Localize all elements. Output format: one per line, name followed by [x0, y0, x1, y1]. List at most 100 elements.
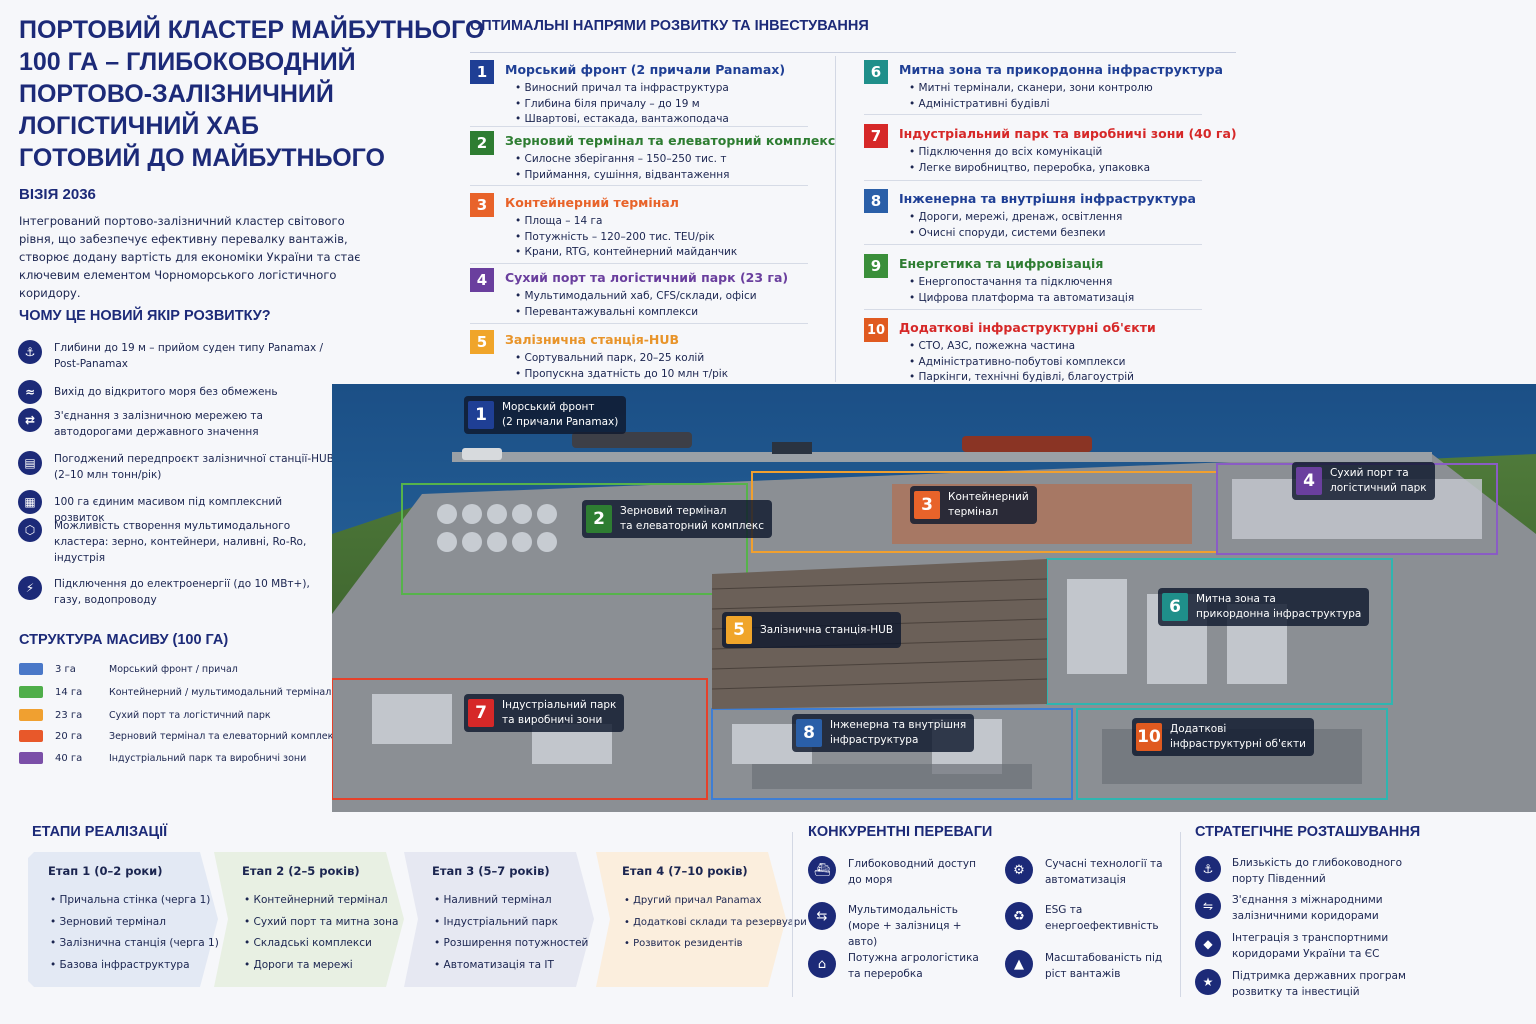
advantage-text: Мультимодальність (море + залізниця + ав…: [848, 904, 962, 948]
port-icon: ⚓: [1195, 856, 1221, 882]
strategy-text: Інтеграція з транспортними коридорами Ук…: [1232, 932, 1389, 960]
why-text: 100 га єдиним масивом під комплексний ро…: [54, 496, 283, 524]
direction-title: Інженерна та внутрішня інфраструктура: [899, 191, 1196, 206]
direction-number: 10: [864, 318, 888, 342]
direction-item: Швартові, естакада, вантажоподача: [515, 112, 729, 128]
ship: [572, 432, 692, 448]
advantage-text: Сучасні технології та автоматизація: [1045, 858, 1163, 886]
advantage-item: ▲ Масштабованість під ріст вантажів: [1005, 950, 1185, 982]
strategy-title: СТРАТЕГІЧНЕ РОЗТАШУВАННЯ: [1195, 824, 1421, 840]
zone-outline: [711, 708, 1073, 800]
stage-item: Залізнична станція (черга 1): [50, 933, 219, 955]
direction-item: Глибина біля причалу – до 19 м: [515, 97, 729, 113]
direction-item: Дороги, мережі, дренаж, освітлення: [909, 210, 1123, 226]
map-label-number: 5: [726, 616, 752, 644]
divider: [470, 323, 808, 324]
support-icon: ★: [1195, 969, 1221, 995]
direction-item: Адміністративно-побутові комплекси: [909, 355, 1134, 371]
direction-item: Перевантажувальні комплекси: [515, 305, 757, 321]
strategy-text: Підтримка державних програм розвитку та …: [1232, 970, 1406, 998]
structure-label: Морський фронт / причал: [109, 663, 238, 675]
stage-item: Автоматизація та IT: [434, 955, 588, 977]
direction-number: 8: [864, 189, 888, 213]
title-line: ПОРТОВО-ЗАЛІЗНИЧНИЙ: [19, 80, 334, 108]
stage-item: Додаткові склади та резервуари: [624, 912, 807, 934]
legend-swatch: [19, 730, 43, 742]
legend-swatch: [19, 663, 43, 675]
direction-title: Зерновий термінал та елеваторний комплек…: [505, 133, 836, 148]
advantage-item: ⌂ Потужна агрологістика та переробка: [808, 950, 988, 982]
stage-item: Дороги та мережі: [244, 955, 398, 977]
silos: [437, 504, 557, 552]
advantage-text: Масштабованість під ріст вантажів: [1045, 952, 1163, 980]
advantages-title: КОНКУРЕНТНІ ПЕРЕВАГИ: [808, 824, 993, 840]
stage-item: Сухий порт та митна зона: [244, 912, 399, 934]
stage-item: Індустріальний парк: [434, 912, 588, 934]
map-label-1: 1 Морський фронт(2 причали Panamax): [464, 396, 627, 434]
legend-swatch: [19, 709, 43, 721]
stage-title: Етап 1 (0–2 роки): [48, 864, 163, 878]
direction-number: 9: [864, 254, 888, 278]
map-label-number: 6: [1162, 593, 1188, 621]
tech-icon: ⚙: [1005, 856, 1033, 884]
direction-number: 2: [470, 131, 494, 155]
stage-3: Етап 3 (5–7 років) Наливний термінал Інд…: [404, 852, 594, 987]
direction-item: Підключення до всіх комунікацій: [909, 145, 1150, 161]
map-label-number: 4: [1296, 467, 1322, 495]
direction-item: Виносний причал та інфраструктура: [515, 81, 729, 97]
sea-access-icon: ≈: [18, 380, 42, 404]
map-label-number: 8: [796, 719, 822, 747]
stage-item: Причальна стінка (черга 1): [50, 890, 219, 912]
divider: [470, 263, 808, 264]
advantage-text: Глибоководний доступ до моря: [848, 858, 976, 886]
direction-item: Крани, RTG, контейнерний майданчик: [515, 245, 738, 261]
why-text: Підключення до електроенергії (до 10 МВт…: [54, 578, 310, 606]
map-label-5: 5 Залізнична станція-HUB: [722, 612, 902, 648]
zone-outline: [401, 483, 748, 595]
why-item: ⚡ Підключення до електроенергії (до 10 М…: [18, 576, 334, 608]
shield-icon: ◆: [1195, 931, 1221, 957]
vision-title: ВІЗІЯ 2036: [19, 186, 96, 203]
title-line: ПОРТОВИЙ КЛАСТЕР МАЙБУТНЬОГО: [19, 16, 485, 44]
strategy-item: ◆ Інтеграція з транспортними коридорами …: [1195, 931, 1442, 962]
direction-item: Сортувальний парк, 20–25 колій: [515, 351, 728, 367]
stage-item: Розширення потужностей: [434, 933, 589, 955]
divider: [470, 185, 808, 186]
strategy-text: З'єднання з міжнародними залізничними ко…: [1232, 894, 1383, 922]
direction-item: Енергопостачання та підключення: [909, 275, 1134, 291]
why-item: ▦ 100 га єдиним масивом під комплексний …: [18, 490, 334, 526]
direction-item: Паркінги, технічні будівлі, благоустрій: [909, 370, 1134, 386]
directions-title: ОПТИМАЛЬНІ НАПРЯМИ РОЗВИТКУ ТА ІНВЕСТУВА…: [470, 18, 869, 34]
stage-2: Етап 2 (2–5 років) Контейнерний термінал…: [214, 852, 404, 987]
map-label-number: 3: [914, 491, 940, 519]
direction-item: Пропускна здатність до 10 млн т/рік: [515, 367, 729, 383]
advantage-item: ♻ ESG та енергоефективність: [1005, 902, 1185, 934]
structure-row: 20 га Зерновий термінал та елеваторний к…: [19, 729, 339, 743]
structure-label: Зерновий термінал та елеваторний комплек…: [109, 730, 339, 742]
direction-number: 5: [470, 330, 494, 354]
title-line: ГОТОВИЙ ДО МАЙБУТНЬОГО: [19, 144, 385, 172]
why-title: ЧОМУ ЦЕ НОВИЙ ЯКІР РОЗВИТКУ?: [19, 308, 271, 324]
rail-road-icon: ⇄: [18, 408, 42, 432]
anchor-icon: ⚓: [18, 340, 42, 364]
zone-outline: [332, 678, 708, 800]
title-line: ЛОГІСТИЧНИЙ ХАБ: [19, 112, 259, 140]
direction-number: 4: [470, 268, 494, 292]
why-item: ≈ Вихід до відкритого моря без обмежень: [18, 380, 334, 404]
map-label-number: 10: [1136, 723, 1162, 751]
why-item: ⬡ Можливість створення мультимодального …: [18, 518, 334, 566]
why-text: З'єднання з залізничною мережею та автод…: [54, 410, 263, 438]
why-text: Можливість створення мультимодального кл…: [54, 520, 307, 564]
land-plot-icon: ▦: [18, 490, 42, 514]
direction-title: Морський фронт (2 причали Panamax): [505, 62, 786, 77]
direction-title: Митна зона та прикордонна інфраструктура: [899, 62, 1223, 77]
vision-text: Інтегрований портово-залізничний кластер…: [19, 214, 361, 300]
direction-item: Мультимодальний хаб, CFS/склади, офіси: [515, 289, 757, 305]
